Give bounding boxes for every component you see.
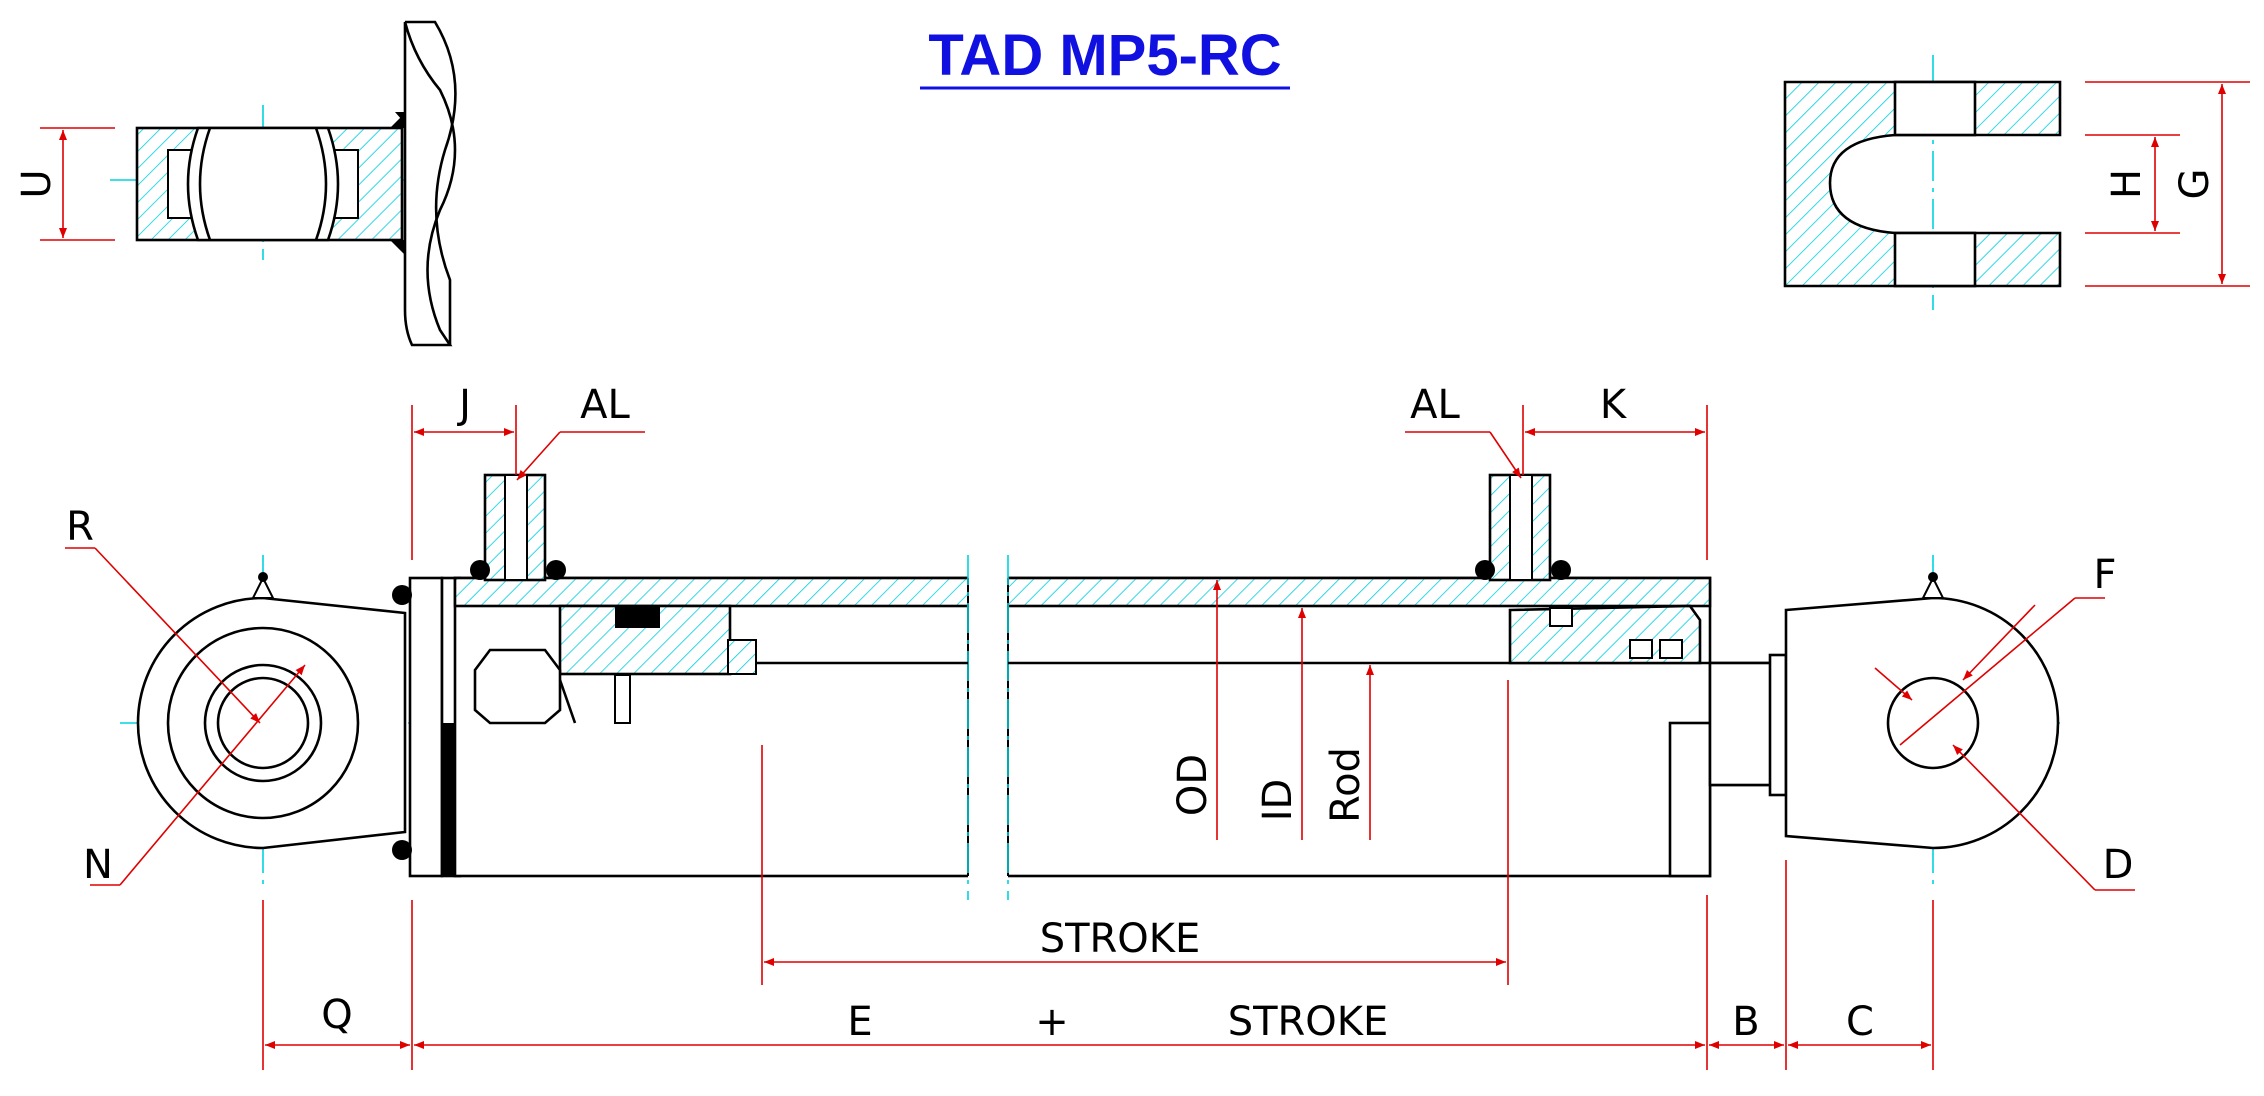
port-left — [470, 473, 566, 582]
rear-eye — [136, 572, 407, 850]
label-q: Q — [321, 992, 352, 1038]
label-r: R — [66, 504, 94, 550]
gland — [1508, 604, 1712, 878]
rear-eye-section-detail: U — [14, 20, 457, 347]
label-h: H — [2104, 169, 2150, 199]
label-plus: + — [1035, 999, 1069, 1045]
label-od: OD — [1170, 754, 1216, 816]
clevis-section-detail: H G — [1783, 55, 2250, 310]
label-n: N — [83, 842, 113, 888]
dimensions: J AL AL K R N F D STROKE — [65, 382, 2135, 1070]
label-stroke-outer: STROKE — [1228, 999, 1389, 1045]
label-k: K — [1600, 382, 1628, 428]
label-d: D — [2103, 842, 2134, 888]
label-g: G — [2172, 169, 2218, 200]
label-al-right: AL — [1410, 382, 1460, 428]
label-j: J — [456, 382, 471, 428]
label-b: B — [1732, 999, 1759, 1045]
drawing-title: TAD MP5-RC — [920, 23, 1290, 90]
label-e: E — [847, 999, 872, 1045]
front-eye — [1784, 572, 2060, 850]
label-u: U — [14, 169, 60, 198]
port-right — [1475, 473, 1571, 582]
cylinder-assembly: OD ID Rod — [120, 473, 2060, 900]
svg-text:TAD MP5-RC: TAD MP5-RC — [928, 23, 1281, 88]
label-c: C — [1846, 999, 1874, 1045]
label-stroke-inner: STROKE — [1040, 916, 1201, 962]
piston — [473, 604, 757, 725]
label-rod: Rod — [1323, 747, 1369, 823]
label-al-left: AL — [580, 382, 630, 428]
label-f: F — [2093, 552, 2116, 598]
label-id: ID — [1255, 779, 1301, 822]
